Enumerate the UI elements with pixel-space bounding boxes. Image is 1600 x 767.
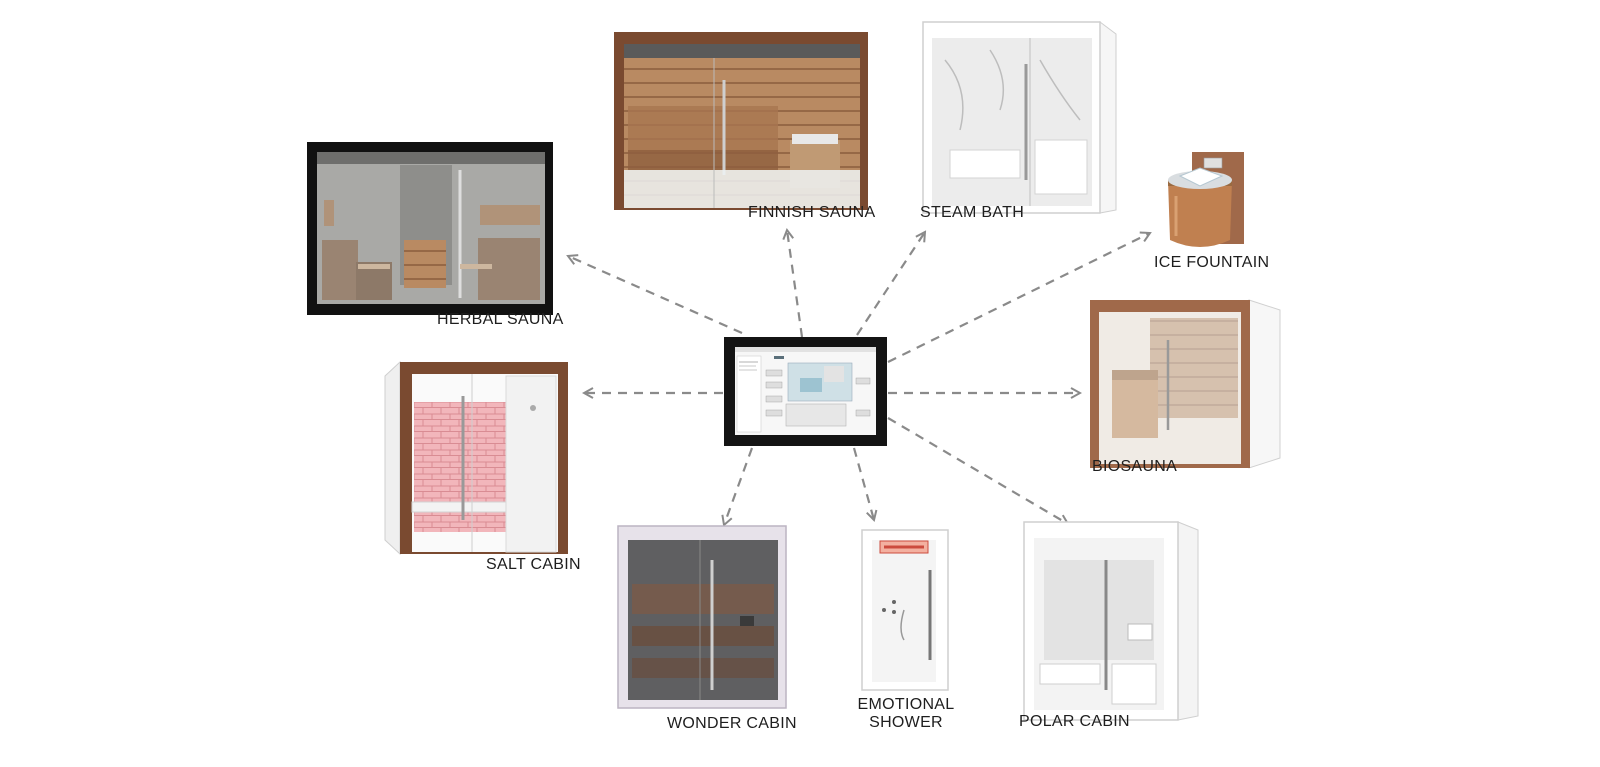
wonder-cabin-label: WONDER CABIN: [667, 715, 797, 732]
herbal-sauna-label: HERBAL SAUNA: [437, 311, 564, 328]
arrow-to-wonder-cabin: [724, 447, 754, 525]
emotional-shower-label: EMOTIONAL SHOWER: [856, 696, 956, 732]
touchscreen-control-panel-icon: [724, 337, 887, 446]
ice-fountain-icon: [1168, 152, 1244, 247]
polar-cabin-label: POLAR CABIN: [1019, 713, 1130, 730]
finnish-sauna-label: FINNISH SAUNA: [748, 204, 876, 221]
arrow-to-steam-bath: [856, 232, 925, 336]
arrow-to-ice-fountain: [887, 233, 1150, 363]
steam-bath-icon: [922, 21, 1117, 214]
connection-arrows: [568, 230, 1150, 525]
emotional-shower-label-line1: EMOTIONAL: [857, 696, 955, 713]
steam-bath-label: STEAM BATH: [920, 204, 1025, 221]
biosauna-label: BIOSAUNA: [1092, 458, 1178, 475]
ice-fountain-label: ICE FOUNTAIN: [1154, 254, 1270, 271]
arrow-to-finnish-sauna: [787, 230, 804, 338]
herbal-sauna-icon: [307, 142, 553, 315]
arrow-to-emotional-shower: [852, 447, 874, 520]
emotional-shower-label-line2: SHOWER: [869, 714, 943, 731]
emotional-shower-icon: [861, 529, 949, 691]
wonder-cabin-icon: [617, 525, 787, 709]
salt-cabin-label: SALT CABIN: [486, 556, 581, 573]
polar-cabin-icon: [1023, 521, 1199, 721]
finnish-sauna-icon: [614, 32, 868, 210]
arrow-to-polar-cabin: [887, 417, 1068, 524]
salt-cabin-icon: [384, 360, 568, 556]
arrow-to-herbal-sauna: [568, 256, 743, 335]
biosauna-icon: [1090, 299, 1281, 469]
